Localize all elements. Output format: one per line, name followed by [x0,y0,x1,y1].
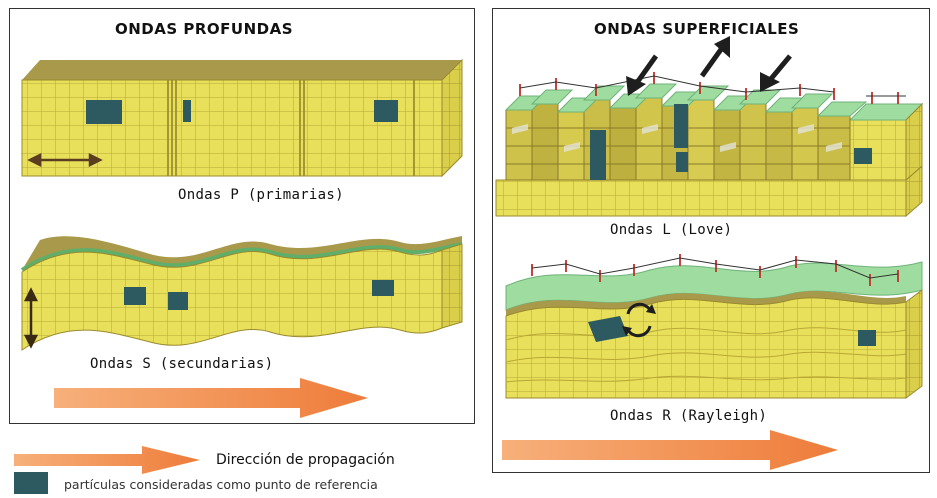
l-particle-marker-4 [854,148,872,164]
p-motion-arrow-icon [27,152,103,168]
l-particle-marker-2 [674,104,688,148]
p-particle-marker-2 [183,100,191,122]
l-waves-caption: Ondas L (Love) [610,222,733,238]
l-wave-block [495,36,924,218]
p-waves-caption: Ondas P (primarias) [178,187,344,203]
s-particle-marker-3 [372,280,394,296]
l-motion-arrows-icon [626,36,792,96]
legend-particle-swatch [14,472,48,494]
p-particle-marker-3 [374,100,398,122]
s-motion-arrow-icon [23,287,39,349]
legend-direction-arrow-icon [14,446,200,474]
s-particle-marker-1 [124,287,146,305]
surface-waves-title: ONDAS SUPERFICIALES [594,20,800,38]
s-waves-caption: Ondas S (secundarias) [90,356,274,372]
r-particle-marker-1 [588,316,628,342]
left-propagation-arrow-icon [54,378,368,418]
legend-direction-label: Dirección de propagación [216,452,395,468]
legend-particles-label: partículas consideradas como punto de re… [64,477,378,492]
s-wave-block [20,236,463,351]
elliptical-rotation-icon [622,302,656,338]
p-wave-block [21,58,463,178]
right-propagation-arrow-icon [502,430,838,470]
r-waves-caption: Ondas R (Rayleigh) [610,408,768,424]
deep-waves-title: ONDAS PROFUNDAS [115,20,294,38]
p-particle-marker-1 [86,100,122,124]
s-particle-marker-2 [168,292,188,310]
r-particle-marker-2 [858,330,876,346]
l-particle-marker-3 [676,152,688,172]
r-wave-block [505,254,923,399]
l-particle-marker-1 [590,130,606,180]
